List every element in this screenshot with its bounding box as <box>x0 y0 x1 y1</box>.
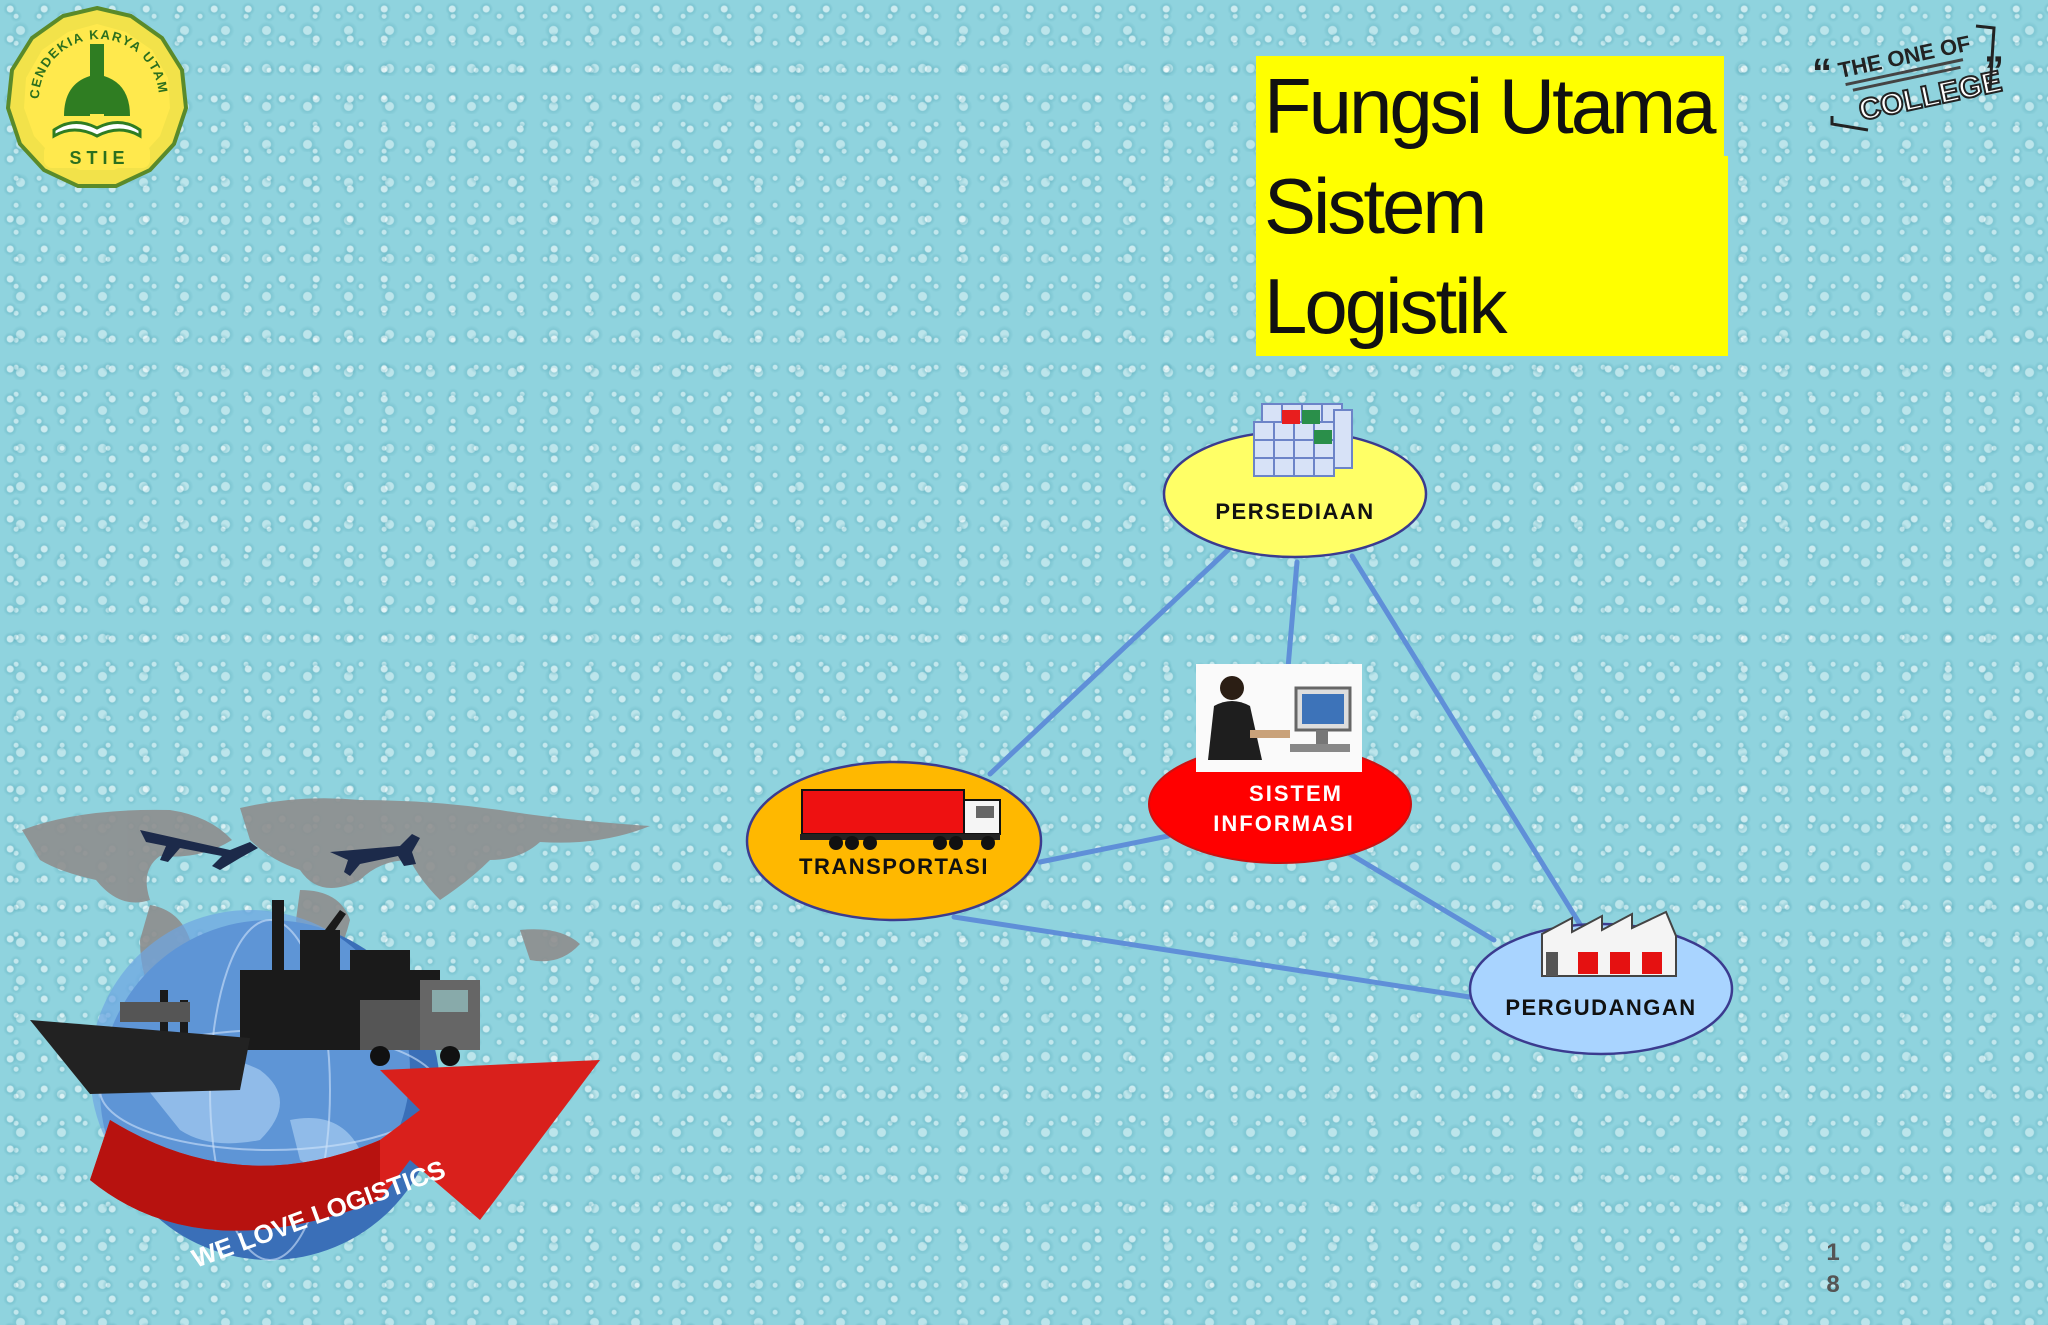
warehouse-icon <box>1541 910 1677 977</box>
label-persediaan: PERSEDIAAN <box>1215 499 1374 524</box>
node-transportasi: TRANSPORTASI <box>745 760 1043 922</box>
connector-transportasi-sistem <box>1037 833 1171 865</box>
node-persediaan: PERSEDIAAN <box>1162 403 1428 559</box>
college-logo: “ ” THE ONE OF COLLEGE <box>1812 24 2006 132</box>
connector-persediaan-pergudangan <box>1349 553 1589 937</box>
inventory-cubes-icon <box>1253 403 1353 477</box>
we-love-logistics-illustration: WE LOVE LOGISTICS <box>22 798 650 1274</box>
stie-logo: CENDEKIA KARYA UTAMA S T I E <box>4 4 189 188</box>
connector-transportasi-pergudangan <box>951 914 1479 1001</box>
title-line-2: Sistem Logistik <box>1256 156 1728 356</box>
label-informasi: INFORMASI <box>1213 811 1354 836</box>
page-number: 1 8 <box>1818 1237 1848 1301</box>
page-number-digit-2: 8 <box>1826 1271 1840 1298</box>
title-line-1: Fungsi Utama <box>1256 56 1724 156</box>
label-transportasi: TRANSPORTASI <box>799 854 989 879</box>
label-sistem: SISTEM <box>1249 781 1343 806</box>
connector-persediaan-transportasi <box>987 547 1231 777</box>
logo-stie-text: S T I E <box>69 148 124 168</box>
truck-photo-icon <box>360 980 480 1066</box>
person-at-computer-icon <box>1196 664 1362 772</box>
truck-icon <box>800 789 1001 850</box>
node-sistem-informasi: SISTEM INFORMASI <box>1148 664 1412 864</box>
node-pergudangan: PERGUDANGAN <box>1468 910 1734 1056</box>
page-number-digit-1: 1 <box>1826 1239 1840 1266</box>
airplane-icon <box>140 830 420 876</box>
label-pergudangan: PERGUDANGAN <box>1505 995 1696 1020</box>
svg-text:“: “ <box>1812 51 1832 95</box>
connector-sistem-pergudangan <box>1347 851 1497 943</box>
svg-text:”: ” <box>1984 49 2004 93</box>
ship-icon <box>30 1020 250 1094</box>
slide-title: Fungsi Utama Sistem Logistik <box>1256 56 1728 356</box>
connector-persediaan-sistem <box>1285 559 1300 671</box>
